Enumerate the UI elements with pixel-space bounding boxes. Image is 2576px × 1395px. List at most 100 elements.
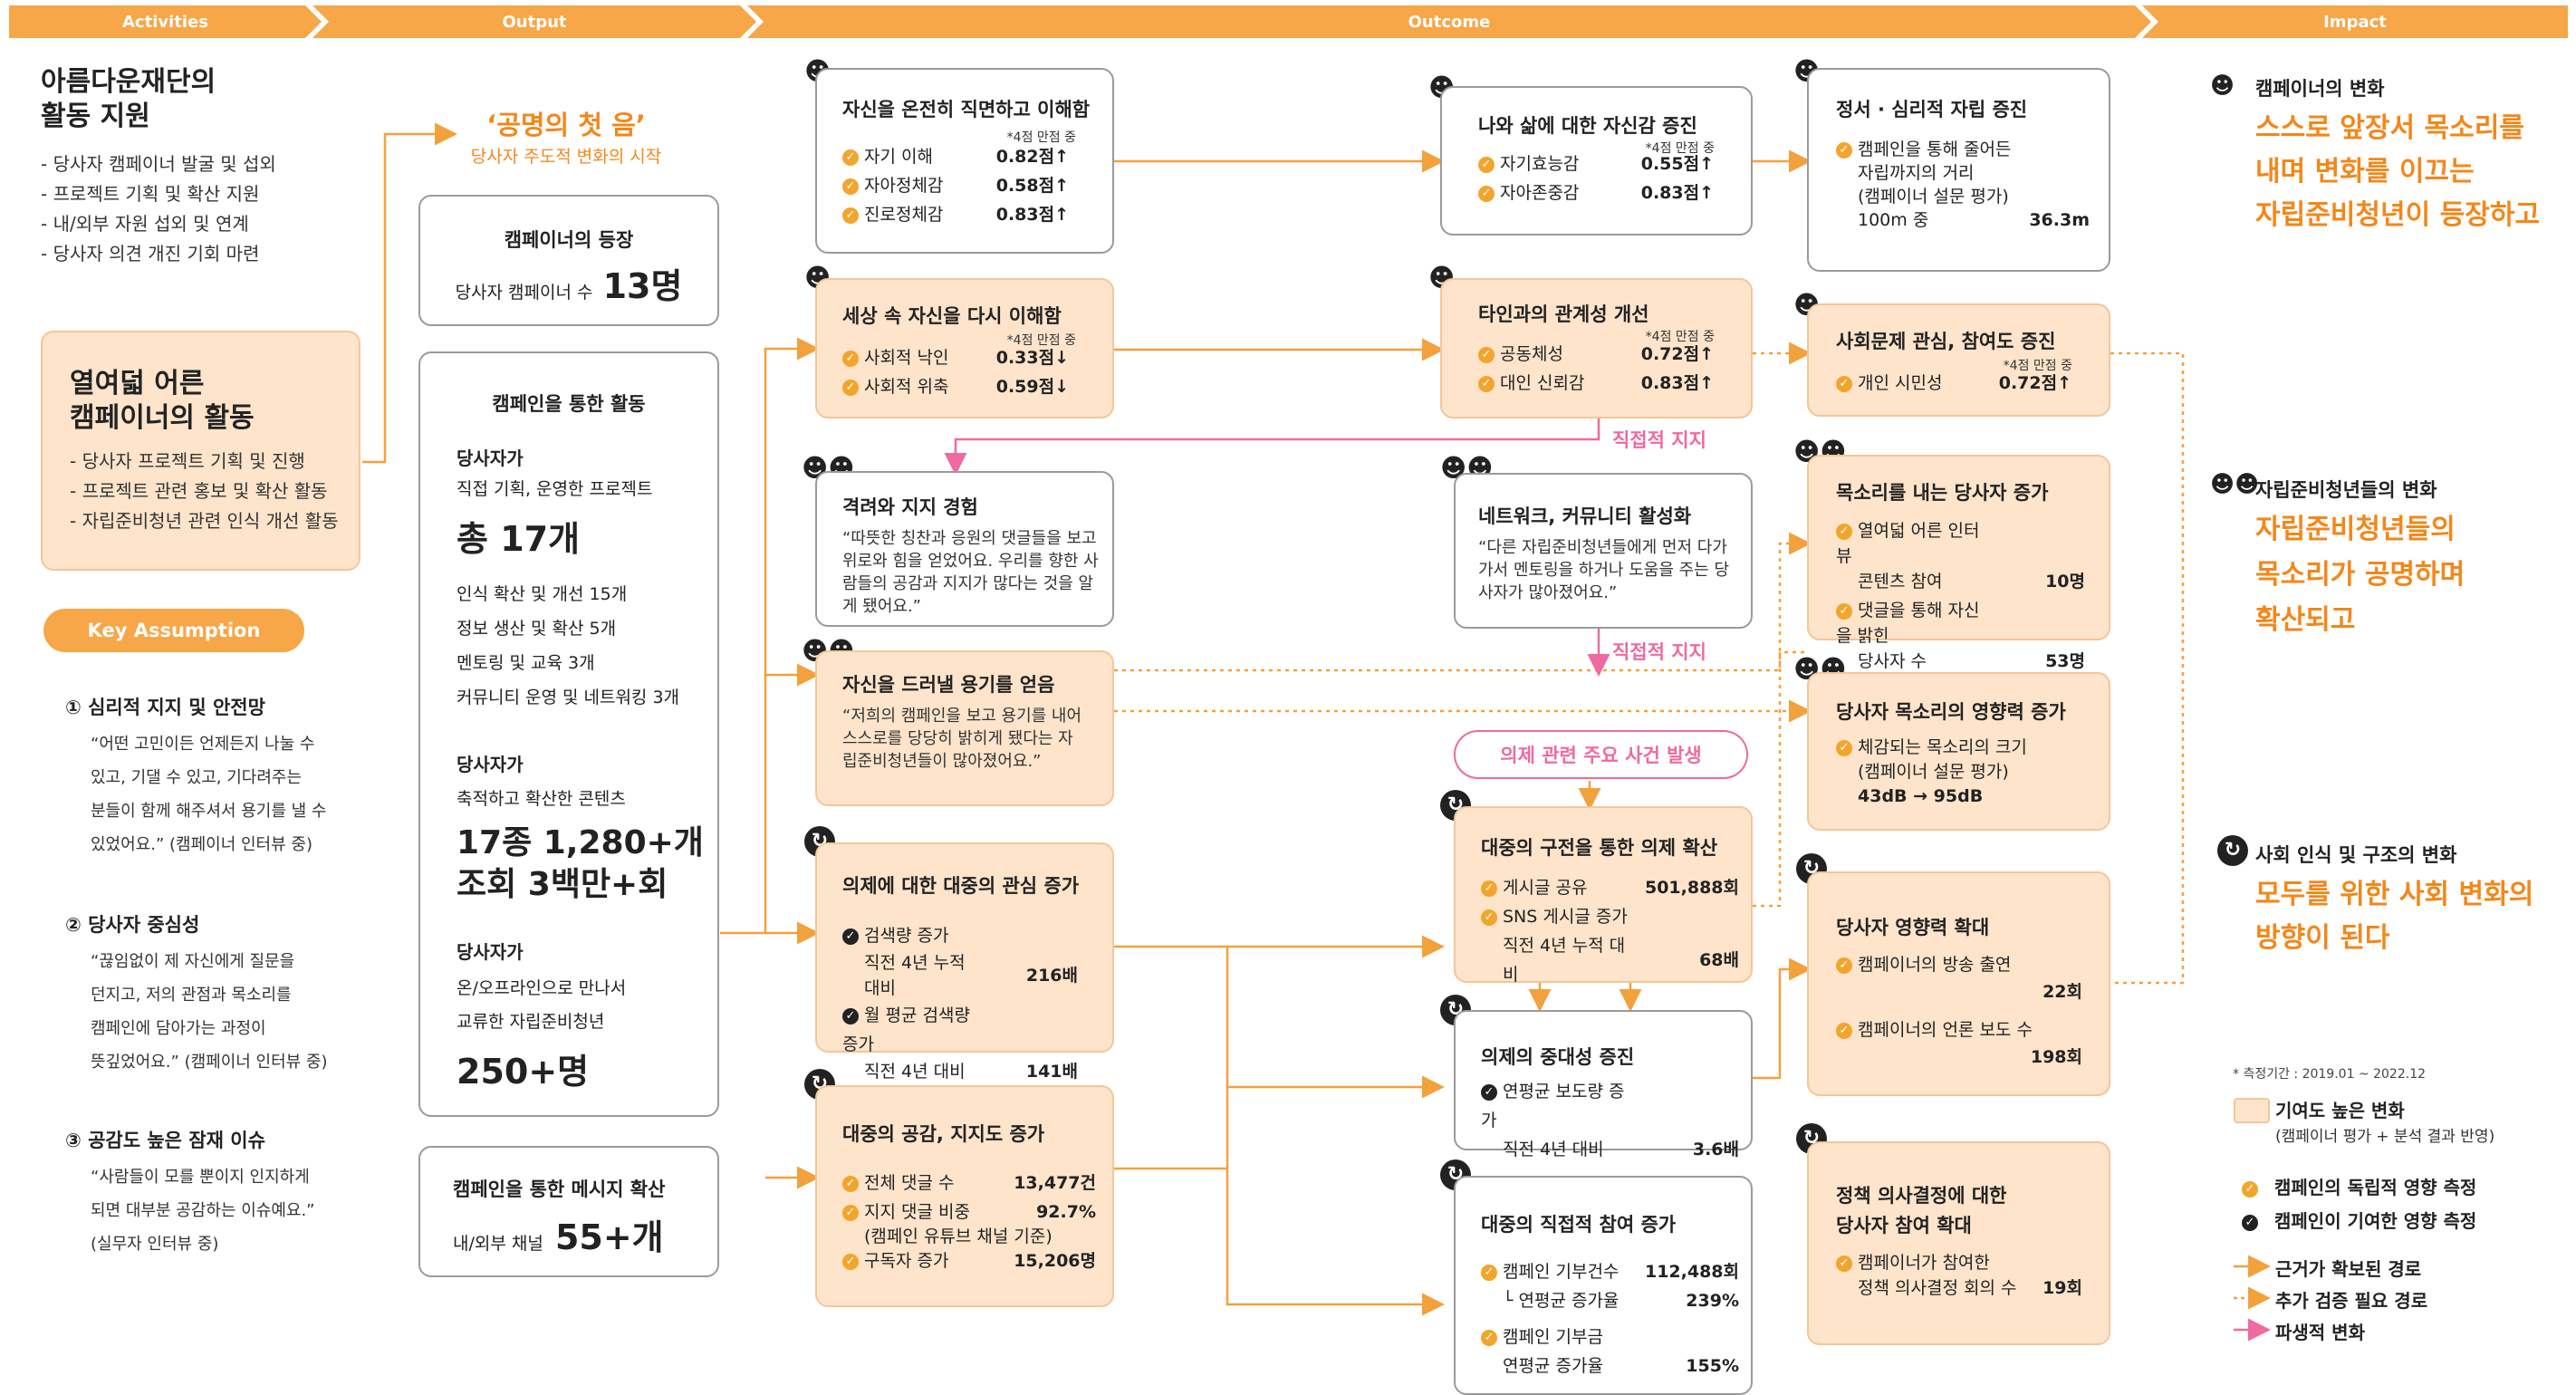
org-items: - 당사자 캠페이너 발굴 및 섭외 - 프로젝트 기획 및 확산 지원 - 내…: [41, 149, 349, 269]
person-icon: ☻: [2210, 72, 2235, 100]
check-icon: ✓: [2242, 1180, 2258, 1198]
legend-box-label: 기여도 높은 변화: [2275, 1100, 2405, 1121]
scale-note: *4점 만점 중: [2003, 359, 2072, 373]
section-value: 17종 1,280+개: [457, 824, 704, 861]
check-icon: ✓: [1836, 739, 1852, 756]
outcome-influence-expansion: 당사자 영향력 확대 ✓캠페이너의 방송 출연 22회 ✓캠페이너의 언론 보도…: [1807, 871, 2110, 1096]
box-label: 당사자 캠페이너 수: [455, 283, 593, 303]
legend-check1: ✓캠페인의 독립적 영향 측정: [2242, 1173, 2476, 1199]
check-icon: ✓: [1481, 1329, 1497, 1346]
cycle-icon: ↻: [804, 1069, 835, 1100]
output-slogan: ‘공명의 첫 음’: [486, 110, 646, 140]
outcome-courage: 자신을 드러낼 용기를 얻음 “저희의 캠페인을 보고 용기를 내어 스스로를 …: [815, 650, 1114, 806]
box-title: 캠페이너의 등장: [504, 229, 634, 251]
scale-note: *4점 만점 중: [1645, 330, 1715, 344]
section-head: 당사자가: [457, 941, 524, 963]
box-title: 대중의 직접적 참여 증가: [1481, 1214, 1677, 1236]
check-icon: ✓: [842, 1175, 859, 1192]
org-title: 아름다운재단의 활동 지원: [41, 66, 216, 132]
legend-line2: 추가 검증 필요 경로: [2275, 1290, 2428, 1312]
box-quote: “저희의 캠페인을 보고 용기를 내어 스스로를 당당히 밝히게 됐다는 자립준…: [842, 707, 1082, 771]
check-icon: ✓: [1481, 880, 1497, 897]
section-head: 당사자가: [457, 754, 524, 775]
check-icon: ✓: [842, 149, 859, 166]
legend-line3: 파생적 변화: [2275, 1322, 2365, 1343]
outcome-network: 네트워크, 커뮤니티 활성화 “다른 자립준비청년들에게 먼저 다가가서 멘토링…: [1454, 473, 1753, 629]
support-label: 직접적 지지: [1612, 641, 1706, 663]
header-impact: Impact: [2142, 5, 2568, 38]
check-icon: ✓: [1836, 1255, 1852, 1272]
box-title: 나와 삶에 대한 자신감 증진: [1478, 115, 1697, 137]
scale-note: *4점 만점 중: [1645, 141, 1715, 156]
box-title: 세상 속 자신을 다시 이해함: [842, 305, 1062, 327]
check-icon: ✓: [1836, 375, 1852, 392]
campaign-item: - 당사자 프로젝트 기획 및 진행: [70, 450, 305, 472]
outcome-policy-participation: 정책 의사결정에 대한 당사자 참여 확대 ✓캠페이너가 참여한 정책 의사결정…: [1807, 1141, 2110, 1345]
box-title: 정책 의사결정에 대한 당사자 참여 확대: [1836, 1185, 2007, 1236]
section-sub: 온/오프라인으로 만나서: [457, 978, 627, 998]
event-pill: 의제 관련 주요 사건 발생: [1454, 730, 1748, 779]
outcome-voice-influence: 당사자 목소리의 영향력 증가 ✓체감되는 목소리의 크기 (캠페이너 설문 평…: [1807, 672, 2110, 831]
box-title: 대중의 구전을 통한 의제 확산: [1481, 837, 1718, 859]
legend-swatch: [2234, 1098, 2270, 1123]
check-icon: ✓: [1478, 156, 1495, 173]
output-box-campaigners: 캠페이너의 등장 당사자 캠페이너 수 13명: [418, 195, 719, 326]
outcome-encouragement: 격려와 지지 경험 “따뜻한 칭찬과 응원의 댓글들을 보고 위로와 힘을 얻었…: [815, 471, 1114, 627]
section-head: 당사자가: [457, 447, 524, 469]
legend-check2: ✓캠페인이 기여한 영향 측정: [2242, 1207, 2476, 1233]
campaign-item: - 프로젝트 관련 홍보 및 확산 활동: [70, 480, 328, 502]
cycle-icon: ↻: [2217, 835, 2248, 866]
box-title: 자신을 온전히 직면하고 이해함: [842, 99, 1091, 120]
header-output: Output: [312, 5, 756, 38]
check-icon: ✓: [842, 178, 859, 195]
check-icon: ✓: [1836, 602, 1852, 620]
section-value: 250+명: [457, 1052, 590, 1092]
box-label: 내/외부 채널: [453, 1234, 543, 1254]
check-icon: ✓: [1481, 1083, 1497, 1101]
check-icon: ✓: [842, 1253, 859, 1270]
check-icon: ✓: [842, 350, 859, 367]
check-icon: ✓: [1836, 141, 1852, 159]
impact-head: 자립준비청년들의 변화: [2255, 479, 2437, 501]
section-value: 총 17개: [457, 519, 581, 559]
box-title: 타인과의 관계성 개선: [1478, 303, 1649, 325]
org-item: - 내/외부 자원 섭외 및 연계: [41, 213, 249, 235]
legend-box-sub: (캠페이너 평가 + 분석 결과 반영): [2275, 1128, 2495, 1146]
org-item: - 당사자 캠페이너 발굴 및 섭외: [41, 153, 276, 175]
group-icon: ☻☻: [2210, 471, 2260, 498]
scale-note: *4점 만점 중: [1006, 130, 1076, 145]
check-icon: ✓: [2242, 1214, 2258, 1231]
box-quote: “다른 자립준비청년들에게 먼저 다가가서 멘토링을 하거나 도움을 주는 당사…: [1478, 538, 1730, 602]
box-title: 당사자 목소리의 영향력 증가: [1836, 701, 2066, 723]
check-icon: ✓: [1481, 1264, 1497, 1281]
check-icon: ✓: [842, 1007, 859, 1025]
impact-head: 사회 인식 및 구조의 변화: [2255, 844, 2457, 866]
campaign-items: - 당사자 프로젝트 기획 및 진행 - 프로젝트 관련 홍보 및 확산 활동 …: [70, 447, 360, 536]
check-icon: ✓: [1478, 185, 1495, 202]
box-title: 의제에 대한 대중의 관심 증가: [842, 875, 1080, 897]
scale-note: *4점 만점 중: [1006, 333, 1076, 348]
header-outcome: Outcome: [747, 5, 2151, 38]
key-assumption-pill: Key Assumption: [43, 609, 304, 652]
box-title: 자신을 드러낼 용기를 얻음: [842, 674, 1055, 696]
section-value: 조회 3백만+회: [457, 866, 668, 903]
org-item: - 프로젝트 기획 및 확산 지원: [41, 183, 260, 205]
box-title: 당사자 영향력 확대: [1836, 917, 1990, 938]
campaign-item: - 자립준비청년 관련 인식 개선 활동: [70, 510, 339, 532]
